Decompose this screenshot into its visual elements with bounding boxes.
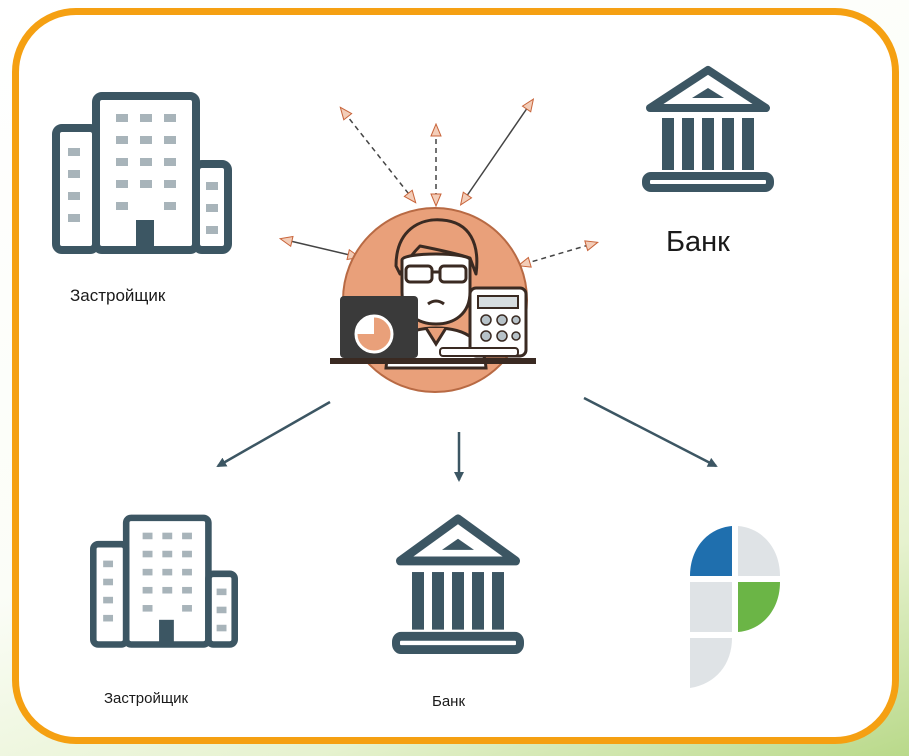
top-builder-building-icon: [52, 92, 232, 254]
rosreestr-logo-icon: [690, 526, 780, 688]
bottom-builder-building-icon: [90, 514, 238, 648]
accountant-icon: [330, 207, 536, 393]
top-bank-label: Банк: [666, 226, 730, 258]
arrow-to-bottom-builder: [216, 400, 331, 468]
bottom-bank-icon: [392, 514, 524, 654]
bottom-bank-label: Банк: [432, 693, 466, 710]
top-builder-label: Застройщик: [70, 286, 166, 305]
arrow-up-left: [344, 112, 412, 198]
arrow-to-registry: [583, 396, 718, 468]
arrow-up-right: [464, 104, 530, 200]
bottom-builder-label: Застройщик: [104, 690, 189, 707]
top-bank-icon: [642, 66, 774, 192]
arrow-left: [286, 240, 354, 256]
arrow-right: [524, 244, 592, 264]
